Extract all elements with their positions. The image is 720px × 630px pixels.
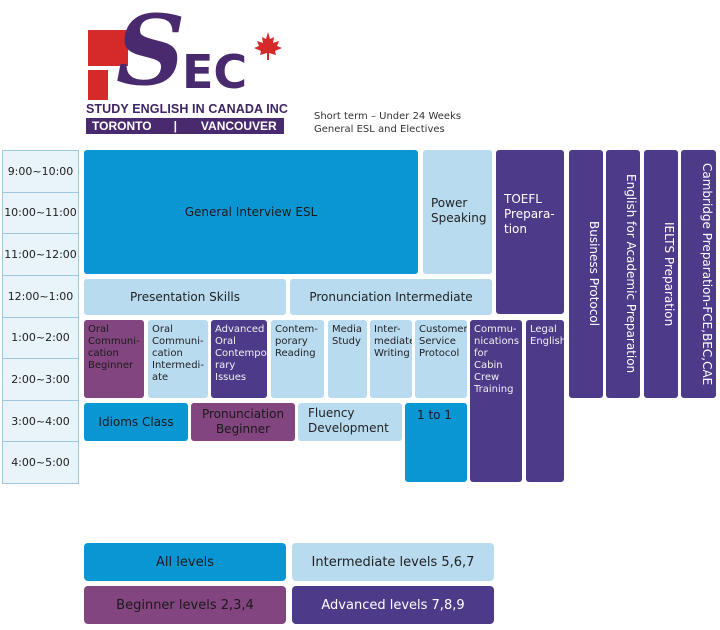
course-cambridge-preparation: Cambridge Preparation-FCE,BEC,CAE xyxy=(681,150,716,398)
logo: S EC STUDY ENGLISH IN CANADA INC TORONTO… xyxy=(86,0,289,136)
time-slot: 9:00~10:00 xyxy=(3,151,78,193)
course-toefl-preparation: TOEFL Prepara-tion xyxy=(496,150,564,314)
logo-red-block-small xyxy=(88,70,108,100)
logo-letter-s: S xyxy=(116,0,186,107)
time-column: 9:00~10:00 10:00~11:00 11:00~12:00 12:00… xyxy=(2,150,79,484)
maple-leaf-icon xyxy=(254,32,282,60)
course-business-protocol: Business Protocol xyxy=(569,150,603,398)
course-advanced-oral-contemporary: Advanced Oral Contempo-rary Issues xyxy=(211,320,267,398)
logo-city-bar: TORONTO | VANCOUVER xyxy=(86,118,284,134)
legend-all-levels: All levels xyxy=(84,543,286,581)
time-slot: 12:00~1:00 xyxy=(3,276,78,318)
time-slot: 4:00~5:00 xyxy=(11,456,70,470)
course-power-speaking: Power Speaking xyxy=(423,150,492,274)
time-slot: 3:00~4:00 xyxy=(3,401,78,443)
logo-city-separator: | xyxy=(173,119,177,133)
course-oral-communication-beginner: Oral Communi-cation Beginner xyxy=(84,320,144,398)
program-note-line2: General ESL and Electives xyxy=(314,124,445,135)
course-idioms-class: Idioms Class xyxy=(84,403,188,441)
logo-red-block xyxy=(88,30,128,66)
logo-tagline: STUDY ENGLISH IN CANADA INC xyxy=(86,102,289,116)
legend-intermediate-levels: Intermediate levels 5,6,7 xyxy=(292,543,494,581)
time-slot: 11:00~12:00 xyxy=(3,234,78,276)
course-general-interview-esl: General Interview ESL xyxy=(84,150,418,274)
program-note: Short term – Under 24 Weeks General ESL … xyxy=(314,110,514,136)
course-english-academic-preparation: English for Academic Preparation xyxy=(606,150,640,398)
course-customer-service-protocol: Customer Service Protocol xyxy=(415,320,467,398)
legend-advanced-levels: Advanced levels 7,8,9 xyxy=(292,586,494,624)
course-cabin-crew-communications: Commu-nications for Cabin Crew Training xyxy=(470,320,522,482)
course-ielts-preparation: IELTS Preparation xyxy=(644,150,678,398)
logo-letters-ec: EC xyxy=(182,45,248,99)
course-oral-communication-intermediate: Oral Communi-cation Intermedi-ate xyxy=(148,320,208,398)
course-pronunciation-beginner: Pronunciation Beginner xyxy=(191,403,295,441)
course-one-to-one: 1 to 1 xyxy=(405,403,467,482)
course-fluency-development: Fluency Development xyxy=(298,403,402,441)
time-slot: 1:00~2:00 xyxy=(3,318,78,360)
legend-beginner-levels: Beginner levels 2,3,4 xyxy=(84,586,286,624)
time-slot: 2:00~3:00 xyxy=(3,359,78,401)
course-media-study: Media Study xyxy=(328,320,367,398)
course-contemporary-reading: Contem-porary Reading xyxy=(271,320,324,398)
logo-city-vancouver: VANCOUVER xyxy=(200,119,277,133)
program-note-line1: Short term – Under 24 Weeks xyxy=(314,111,462,122)
course-pronunciation-intermediate: Pronunciation Intermediate xyxy=(290,279,492,315)
course-legal-english: Legal English xyxy=(526,320,564,482)
logo-city-toronto: TORONTO xyxy=(92,119,152,133)
course-presentation-skills: Presentation Skills xyxy=(84,279,286,315)
course-intermediate-writing: Inter-mediate Writing xyxy=(370,320,412,398)
time-slot: 10:00~11:00 xyxy=(3,193,78,235)
